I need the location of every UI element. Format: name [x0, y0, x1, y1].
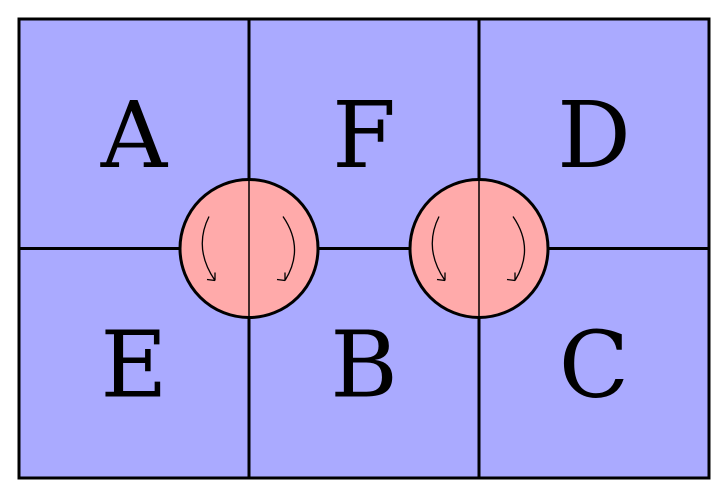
tile-letter: C	[559, 311, 629, 418]
tile-a[interactable]: A	[17, 17, 251, 250]
rotate-clockwise-icon	[276, 216, 296, 282]
tile-letter: E	[100, 311, 167, 418]
tile-letter: D	[557, 82, 631, 189]
rotor-right[interactable]	[408, 178, 550, 319]
rotate-clockwise-icon	[201, 216, 216, 282]
tiles-layer: A F D E B C	[17, 17, 711, 480]
tile-letter: F	[332, 82, 396, 189]
rotor-left[interactable]	[178, 178, 320, 319]
rotate-clockwise-icon	[431, 216, 446, 282]
rotors-layer	[178, 178, 550, 319]
rotate-clockwise-icon	[506, 216, 526, 282]
tile-letter: B	[330, 311, 398, 418]
tile-letter: A	[100, 82, 169, 189]
